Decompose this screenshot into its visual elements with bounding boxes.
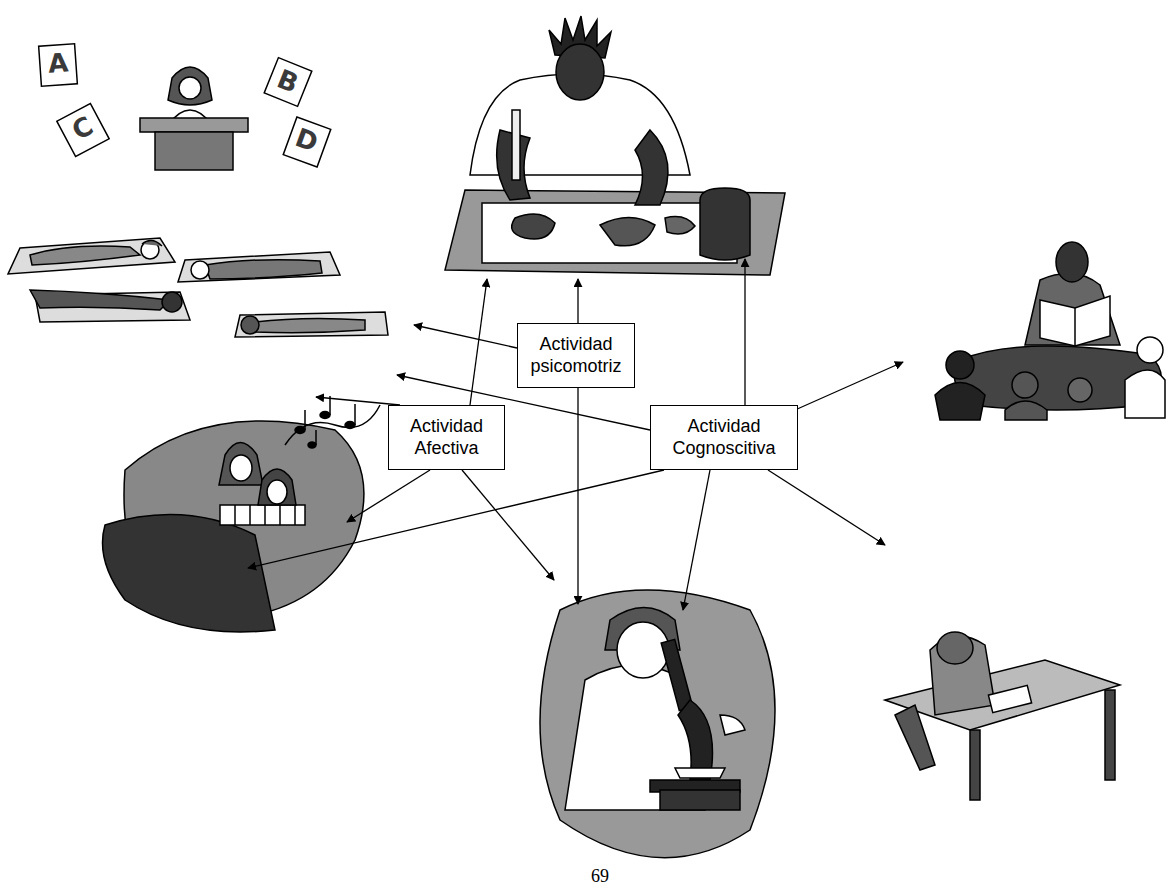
arrow-lines bbox=[248, 259, 903, 610]
classroom-picture bbox=[8, 44, 388, 337]
box-label: Actividad psicomotriz bbox=[524, 334, 628, 377]
activity-box: Actividad Cognoscitiva bbox=[650, 405, 798, 470]
card-letter: A bbox=[47, 47, 69, 78]
activity-box: Actividad psicomotriz bbox=[517, 323, 635, 388]
reading-picture bbox=[935, 242, 1165, 420]
desk-picture bbox=[885, 632, 1120, 800]
piano-picture bbox=[103, 396, 381, 632]
microscope-picture bbox=[540, 590, 775, 858]
box-label: Actividad Cognoscitiva bbox=[657, 416, 791, 459]
painting-picture bbox=[445, 16, 785, 275]
page-number: 69 bbox=[591, 866, 609, 887]
box-label: Actividad Afectiva bbox=[395, 416, 498, 459]
activity-box: Actividad Afectiva bbox=[388, 405, 505, 470]
